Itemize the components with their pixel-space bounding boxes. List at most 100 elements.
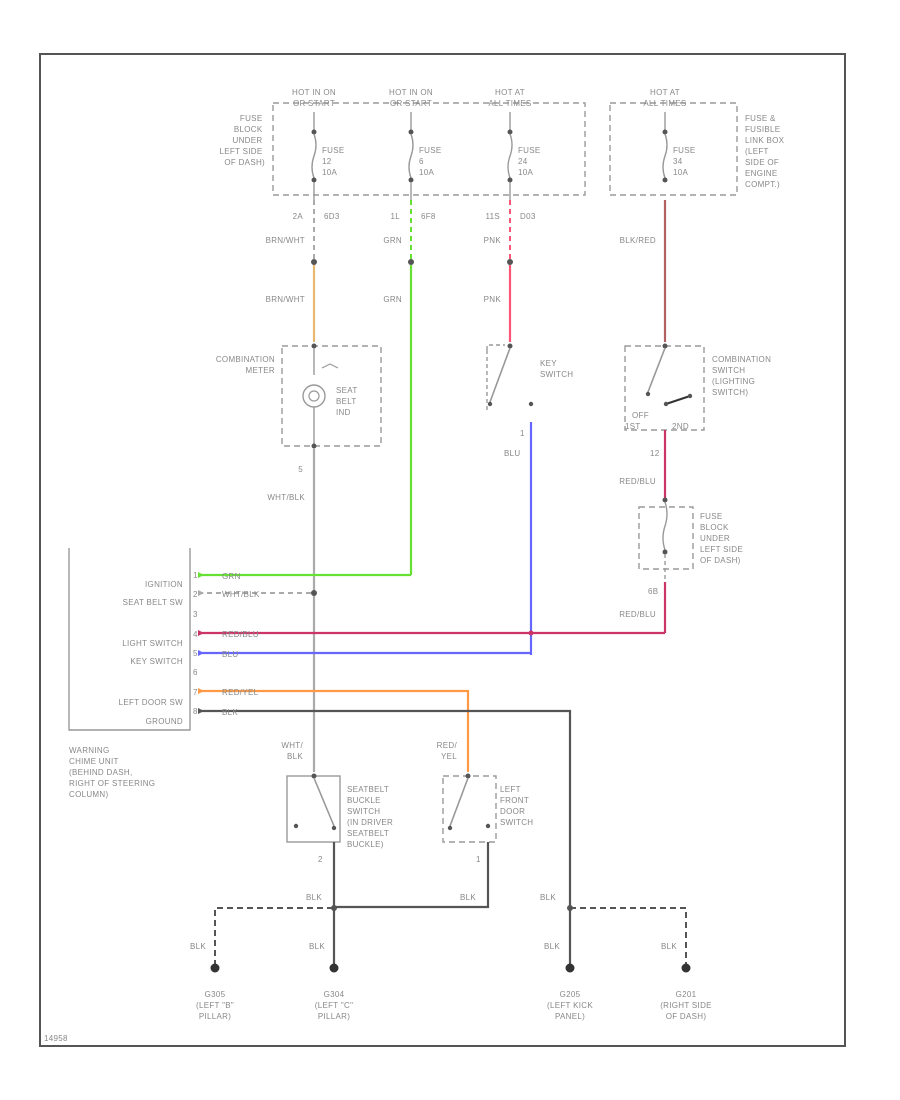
wire-wht-blk: WHT/BLK xyxy=(267,448,317,772)
svg-text:D03: D03 xyxy=(520,212,536,221)
svg-text:2: 2 xyxy=(318,855,323,864)
footer-code: 14958 xyxy=(44,1034,68,1043)
svg-text:BRN/WHT: BRN/WHT xyxy=(266,295,305,304)
svg-text:BRN/WHT: BRN/WHT xyxy=(266,236,305,245)
chime-unit-description: WARNING CHIME UNIT (BEHIND DASH, RIGHT O… xyxy=(69,746,158,799)
svg-text:BLK: BLK xyxy=(190,942,206,951)
ground-g305-icon xyxy=(210,963,220,973)
svg-text:1: 1 xyxy=(476,855,481,864)
svg-text:WHT/BLK: WHT/BLK xyxy=(267,493,305,502)
fuse-block: FUSE BLOCK UNDER LEFT SIDE OF DASH) HOT … xyxy=(219,88,586,221)
svg-text:6F8: 6F8 xyxy=(421,212,436,221)
diagram-frame xyxy=(39,53,846,1047)
svg-text:BLK: BLK xyxy=(460,893,476,902)
svg-text:PNK: PNK xyxy=(484,295,502,304)
svg-text:RED/BLU: RED/BLU xyxy=(619,610,656,619)
svg-text:1: 1 xyxy=(520,429,525,438)
chime-unit: IGNITION SEAT BELT SW LIGHT SWITCH KEY S… xyxy=(68,548,198,799)
ground-bus: BLK BLK BLK BLK G305(LEFT "B"PILLAR) BLK… xyxy=(190,893,712,1021)
chime-pin-1-label: IGNITION xyxy=(145,580,183,589)
svg-text:BLK: BLK xyxy=(661,942,677,951)
svg-text:3: 3 xyxy=(193,610,198,619)
chime-pin-8-label: GROUND xyxy=(146,717,183,726)
door-switch: RED/YEL LEFT FRONT DOOR SWITCH 1 xyxy=(334,741,533,909)
svg-text:RED/YEL: RED/YEL xyxy=(437,741,458,761)
svg-text:BLK: BLK xyxy=(540,893,556,902)
chime-pin-2-label: SEAT BELT SW xyxy=(123,598,184,607)
svg-text:BLK: BLK xyxy=(544,942,560,951)
svg-text:RED/YEL: RED/YEL xyxy=(222,688,259,697)
svg-text:4: 4 xyxy=(193,630,198,639)
svg-text:2A: 2A xyxy=(293,212,304,221)
svg-text:5: 5 xyxy=(193,649,198,658)
chime-pin-4-label: LIGHT SWITCH xyxy=(122,639,183,648)
ground-g201-icon xyxy=(681,963,691,973)
fuse-block-label: FUSE BLOCK UNDER LEFT SIDE OF DASH) xyxy=(219,114,265,167)
svg-text:1L: 1L xyxy=(391,212,401,221)
chime-pin-5-label: KEY SWITCH xyxy=(130,657,183,666)
svg-text:GRN: GRN xyxy=(383,236,402,245)
svg-text:WHT/BLK: WHT/BLK xyxy=(281,741,303,761)
svg-text:RED/BLU: RED/BLU xyxy=(222,630,259,639)
chime-wire-ignition: GRN xyxy=(198,572,411,581)
svg-text:1: 1 xyxy=(193,571,198,580)
wire-grn: GRN GRN xyxy=(383,200,414,575)
seat-belt-indicator-icon xyxy=(302,384,326,408)
svg-text:GRN: GRN xyxy=(383,295,402,304)
ground-g305: BLK G305(LEFT "B"PILLAR) xyxy=(190,942,234,1021)
svg-text:8: 8 xyxy=(193,707,198,716)
svg-text:11S: 11S xyxy=(485,212,500,221)
seatbelt-buckle-switch: WHT/BLK SEATBELT BUCKLE SWITCH (IN DRIVE… xyxy=(281,741,396,966)
svg-text:BLK: BLK xyxy=(309,942,325,951)
wire-blk-red: BLK/RED xyxy=(620,200,667,342)
svg-text:SEATBELT BUCKLE SW: SEATBELT BUCKLE SWITCH (IN DRIVER SEATBE… xyxy=(347,785,396,849)
wire-blu: BLU xyxy=(504,422,533,655)
svg-text:LEFT FRONT DOOR: LEFT FRONT DOOR SWITCH xyxy=(500,785,533,827)
wire-red-blu: RED/BLU xyxy=(619,430,667,500)
svg-text:BLK: BLK xyxy=(306,893,322,902)
svg-text:G305(LEFT "B"PILLAR): G305(LEFT "B"PILLAR) xyxy=(196,990,234,1021)
ground-g205-icon xyxy=(565,963,575,973)
svg-text:2: 2 xyxy=(193,590,198,599)
ground-g304-icon xyxy=(329,963,339,973)
svg-text:BLU: BLU xyxy=(222,650,238,659)
svg-text:7: 7 xyxy=(193,688,198,697)
chime-wire-ground: BLK xyxy=(198,708,572,967)
svg-text:12: 12 xyxy=(650,449,660,458)
svg-text:2ND: 2ND xyxy=(672,422,689,431)
svg-text:G304(LEFT "C"PILLAR): G304(LEFT "C"PILLAR) xyxy=(315,990,353,1021)
svg-text:6: 6 xyxy=(193,668,198,677)
chime-pin-7-label: LEFT DOOR SW xyxy=(119,698,183,707)
ground-g304: BLK G304(LEFT "C"PILLAR) xyxy=(309,942,353,1021)
chime-wire-light-switch: RED/BLU xyxy=(198,630,665,639)
svg-text:BLU: BLU xyxy=(504,449,520,458)
wire-pnk: PNK PNK xyxy=(484,200,513,342)
svg-text:BLK/RED: BLK/RED xyxy=(620,236,656,245)
svg-text:PNK: PNK xyxy=(484,236,502,245)
svg-text:6D3: 6D3 xyxy=(324,212,340,221)
chime-wire-seatbelt: WHT/BLK xyxy=(198,590,314,599)
svg-text:GRN: GRN xyxy=(222,572,241,581)
